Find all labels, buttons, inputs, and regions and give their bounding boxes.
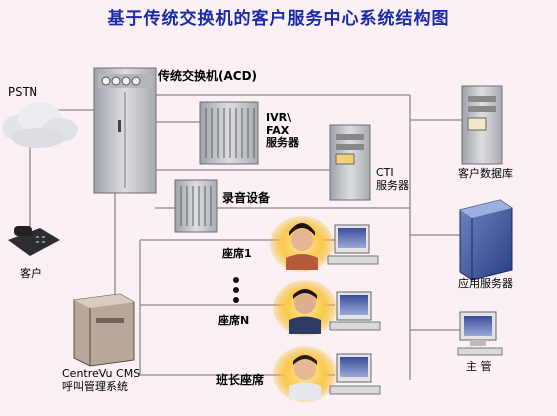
pbx-label: 传统交换机(ACD) [158, 69, 258, 83]
supervisor-label: 主 管 [466, 360, 492, 373]
pstn-cloud-icon [2, 102, 78, 148]
cti-label: CTI 服务器 [376, 166, 409, 192]
recorder-label: 录音设备 [222, 191, 271, 205]
ivr-fax-server-icon [199, 101, 259, 165]
agent-1-computer-icon [327, 224, 379, 265]
customer-label: 客户 [20, 267, 42, 280]
customer-database-icon [461, 85, 503, 165]
team-lead-computer-icon [329, 353, 381, 395]
team-lead-icon [273, 346, 337, 402]
ellipsis-dots [233, 277, 239, 303]
app-server-label: 应用服务器 [458, 277, 513, 290]
pbx-cabinet-icon [93, 67, 157, 194]
application-server-icon [459, 199, 513, 281]
pstn-label: PSTN [8, 85, 37, 99]
agent-n-icon [273, 280, 337, 336]
agent-n-computer-icon [329, 291, 381, 331]
cms-label: CentreVu CMS 呼叫管理系统 [62, 367, 141, 393]
agent-1-label: 座席1 [222, 247, 252, 260]
cti-server-icon [329, 124, 371, 201]
cms-server-icon [73, 293, 135, 367]
page-title: 基于传统交换机的客户服务中心系统结构图 [107, 9, 450, 29]
ivr-fax-label: IVR\ FAX 服务器 [266, 111, 299, 150]
team-lead-label: 班长座席 [216, 373, 265, 387]
recorder-icon [174, 179, 218, 233]
supervisor-computer-icon [457, 311, 503, 356]
network-lines [29, 94, 462, 380]
agent-1-icon [270, 216, 334, 272]
customer-db-label: 客户数据库 [458, 167, 513, 180]
agent-n-label: 座席N [218, 314, 250, 327]
telephone-icon [8, 226, 60, 256]
